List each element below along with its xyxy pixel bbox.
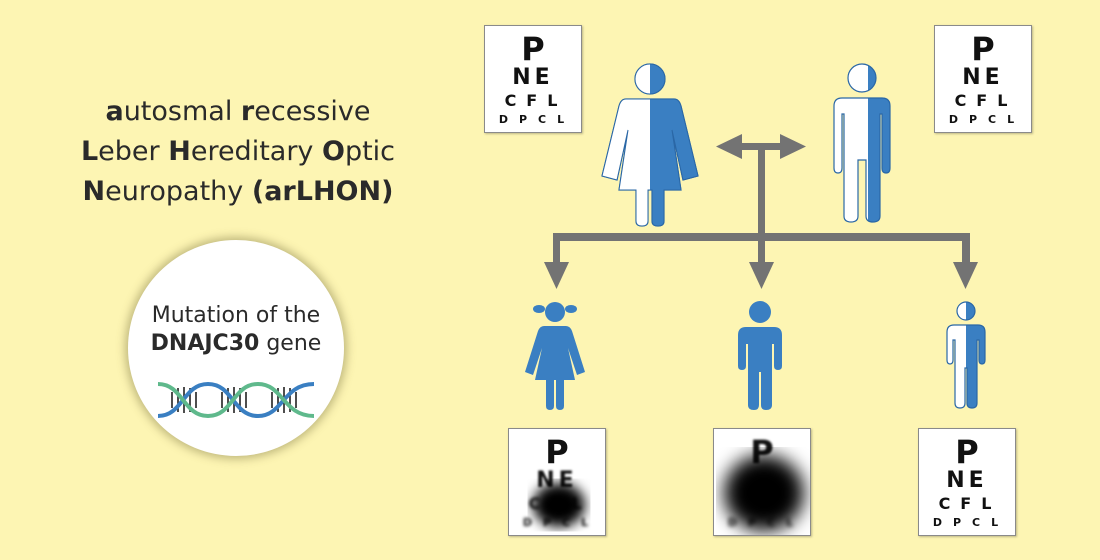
title-line-3: Neuropathy (arLHON) (82, 176, 394, 207)
vision-loss-blot (533, 483, 585, 527)
disease-title: autosmal recessive Leber Hereditary Opti… (58, 92, 418, 212)
son-affected-figure-icon (738, 301, 782, 410)
arrow-head-son-affected (749, 262, 774, 289)
gene-badge-line1: Mutation of the (151, 303, 321, 328)
eye-chart-son-clear: P NE CFL DPCL (918, 428, 1016, 536)
eye-chart-daughter-blurred: P NE CFL DPCL (508, 428, 606, 536)
title-line-2: Leber Hereditary Optic (80, 136, 396, 167)
vision-loss-blot (724, 455, 804, 531)
arrow-head-son-carrier (953, 262, 978, 289)
eye-chart-father: P NE CFL DPCL (934, 25, 1032, 133)
title-line-1: autosmal recessive (105, 96, 371, 127)
gene-badge-line2: DNAJC30 gene (150, 331, 322, 356)
arrow-head-daughter (544, 262, 569, 289)
gene-name: DNAJC30 (150, 331, 260, 356)
dna-helix-icon (158, 382, 314, 418)
eye-chart-mother: P NE CFL DPCL (484, 25, 582, 133)
descent-lines (544, 146, 978, 289)
gene-badge: Mutation of the DNAJC30 gene (128, 240, 344, 456)
gene-badge-text: Mutation of the DNAJC30 gene (128, 302, 344, 358)
daughter-figure-icon (525, 302, 585, 410)
eye-chart-son-blurred: P DPCL (713, 428, 811, 536)
